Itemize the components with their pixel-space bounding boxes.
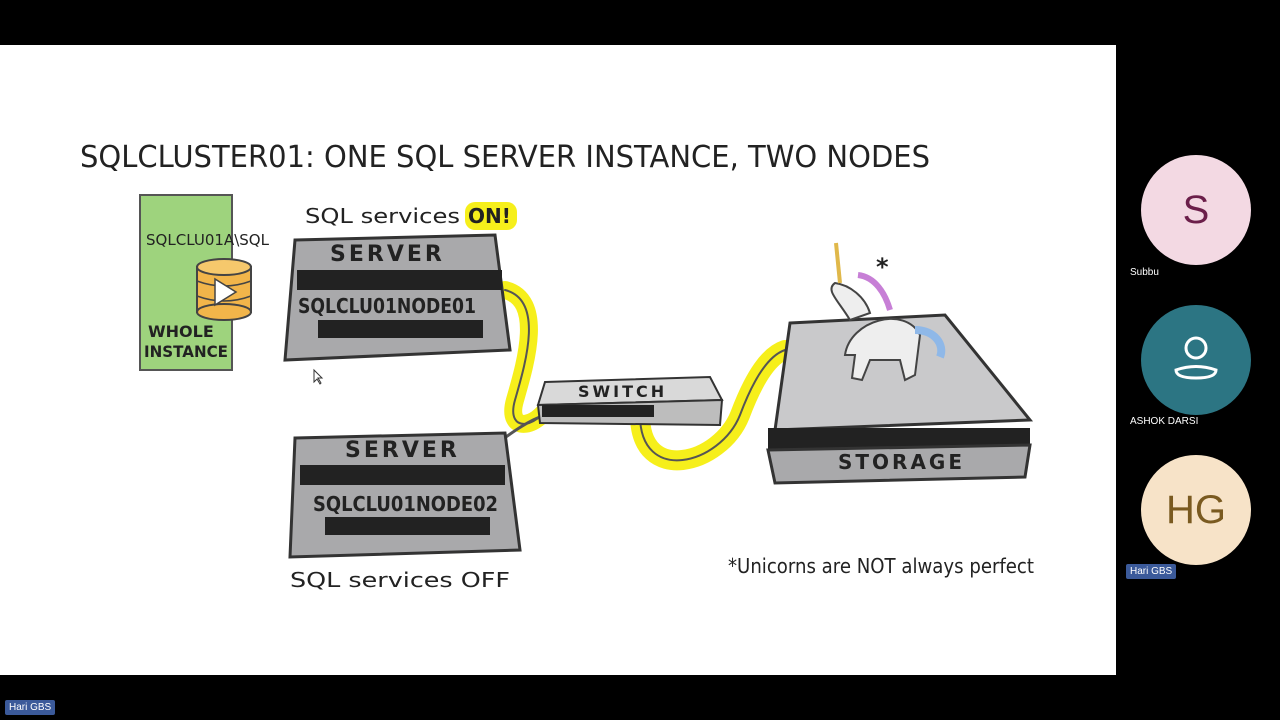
whole-instance-label-1: WHOLE [148,322,214,341]
slide-diagram: SQLCLUSTER01: ONE SQL SERVER INSTANCE, T… [80,140,1034,592]
self-view-name-badge: Hari GBS [5,700,56,715]
participant-initials: HG [1166,487,1226,532]
participant-name: ASHOK DARSI [1130,416,1199,427]
network-switch: SWITCH [536,375,724,427]
participant-avatar-hari[interactable]: HG [1141,455,1251,565]
database-cylinder-icon [196,258,252,321]
whole-instance-box: SQLCLU01A\SQL WHOLE INSTANCE [139,194,270,371]
participant-initials: S [1182,187,1210,232]
participants-panel: S Subbu ASHOK DARSI HG Hari GBS [1116,45,1280,675]
mouse-cursor-icon [313,368,324,385]
on-highlight [465,202,517,230]
server2-header: SERVER [345,438,460,463]
storage-label: STORAGE [838,450,965,474]
participant-avatar-ashok[interactable] [1141,305,1251,415]
server1-status-prefix: SQL services [305,204,460,228]
network-cables [493,281,795,471]
switch-label: SWITCH [578,382,667,401]
server1-status: ON! [468,204,511,228]
slide-title: SQLCLUSTER01: ONE SQL SERVER INSTANCE, T… [80,140,930,175]
server-node-02: SERVER SQLCLU01NODE02 [288,431,522,559]
participant-avatar-subbu[interactable]: S [1141,155,1251,265]
server2-status: SQL services OFF [290,568,510,592]
server1-header: SERVER [330,242,445,267]
server2-name: SQLCLU01NODE02 [313,492,498,516]
participant-name-badge: Hari GBS [1126,564,1177,579]
server-node-01: SERVER SQLCLU01NODE01 [283,233,512,362]
unicorn-footnote: *Unicorns are NOT always perfect [728,554,1034,578]
presentation-slide: SQLCLUSTER01: ONE SQL SERVER INSTANCE, T… [0,45,1116,675]
whole-instance-label-2: INSTANCE [144,342,228,361]
unicorn-illustration: * [830,242,946,382]
server1-name: SQLCLU01NODE01 [298,294,476,318]
unicorn-asterisk: * [876,253,889,281]
participant-name: Subbu [1130,267,1159,278]
instance-name-label: SQLCLU01A\SQL [146,231,270,249]
person-icon [1174,336,1218,380]
